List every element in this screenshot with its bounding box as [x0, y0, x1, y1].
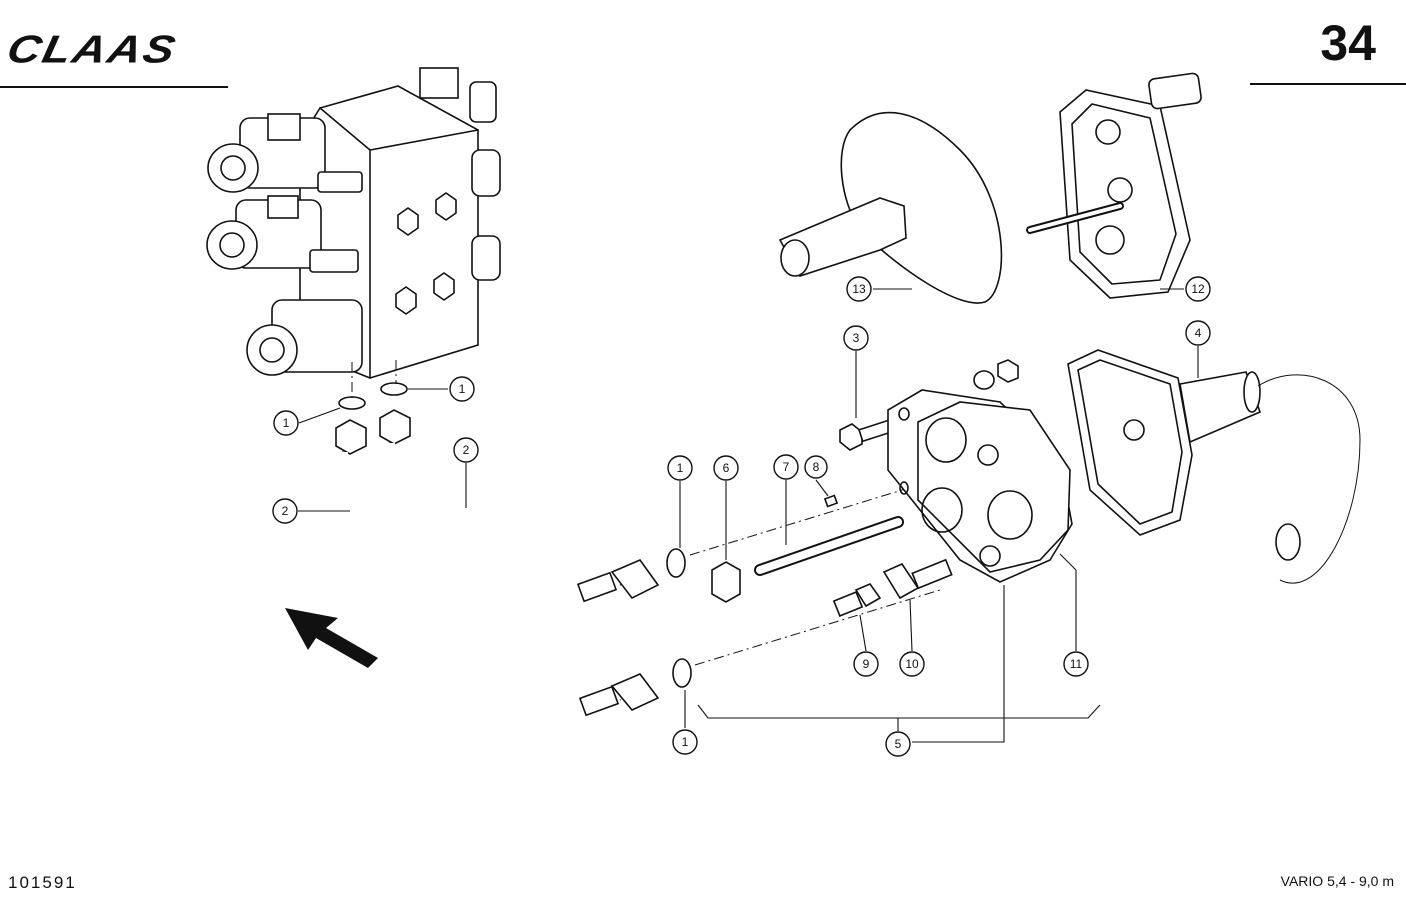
svg-text:1: 1 — [459, 382, 466, 396]
nut-top — [997, 359, 1019, 383]
svg-text:9: 9 — [863, 657, 870, 671]
svg-text:8: 8 — [813, 460, 820, 474]
hydraulic-hoses — [335, 409, 660, 720]
fitting-10 — [882, 558, 953, 600]
valve-disc-13 — [778, 111, 1003, 304]
svg-text:10: 10 — [905, 657, 919, 671]
drawing-number: 101591 — [8, 873, 77, 892]
svg-text:1: 1 — [677, 461, 684, 475]
callout-11: 11 — [1063, 651, 1089, 677]
washer — [973, 370, 995, 390]
svg-text:1: 1 — [682, 735, 689, 749]
svg-text:4: 4 — [1195, 326, 1202, 340]
svg-text:11: 11 — [1070, 657, 1083, 671]
svg-text:6: 6 — [723, 461, 730, 475]
callout-1a: 1 — [273, 410, 299, 436]
callout-10: 10 — [899, 651, 925, 677]
callout-4: 4 — [1185, 320, 1211, 346]
grub-screw-8 — [823, 494, 839, 508]
fitting-9 — [832, 583, 882, 617]
callout-1c: 1 — [667, 455, 693, 481]
header-rule-right — [1250, 83, 1406, 85]
callout-1b: 1 — [449, 376, 475, 402]
svg-text:1: 1 — [283, 416, 290, 430]
valve-plate-12 — [1026, 72, 1202, 299]
direction-arrow — [285, 608, 378, 668]
header-rule-left — [0, 86, 228, 88]
cover-4 — [1067, 349, 1361, 584]
callout-2b: 2 — [453, 437, 479, 463]
callout-9: 9 — [853, 651, 879, 677]
svg-text:7: 7 — [783, 460, 790, 474]
leader-lines — [298, 288, 1199, 743]
callout-13: 13 — [846, 276, 872, 302]
svg-text:2: 2 — [282, 504, 289, 518]
callout-12: 12 — [1185, 276, 1211, 302]
model-label: VARIO 5,4 - 9,0 m — [1280, 873, 1394, 889]
callout-5: 5 — [885, 731, 911, 757]
svg-text:3: 3 — [853, 331, 860, 345]
o-ring-middle-lower — [672, 658, 692, 688]
callout-8: 8 — [804, 455, 828, 479]
callout-3: 3 — [843, 325, 869, 351]
stud-bolt-7 — [754, 516, 904, 576]
svg-text:13: 13 — [852, 282, 866, 296]
page-number: 34 — [1320, 15, 1376, 71]
callout-6: 6 — [713, 455, 739, 481]
flange-plate-11 — [887, 389, 1073, 583]
valve-block — [206, 67, 501, 400]
svg-text:12: 12 — [1191, 282, 1205, 296]
o-ring-middle-upper — [666, 548, 686, 578]
callout-2a: 2 — [272, 498, 298, 524]
o-ring-upper-left — [338, 396, 366, 410]
o-ring-upper-right — [380, 382, 408, 396]
svg-text:2: 2 — [463, 443, 470, 457]
svg-text:5: 5 — [895, 737, 902, 751]
callout-1d: 1 — [672, 729, 698, 755]
callout-7: 7 — [773, 454, 799, 480]
nut-6 — [711, 561, 741, 603]
